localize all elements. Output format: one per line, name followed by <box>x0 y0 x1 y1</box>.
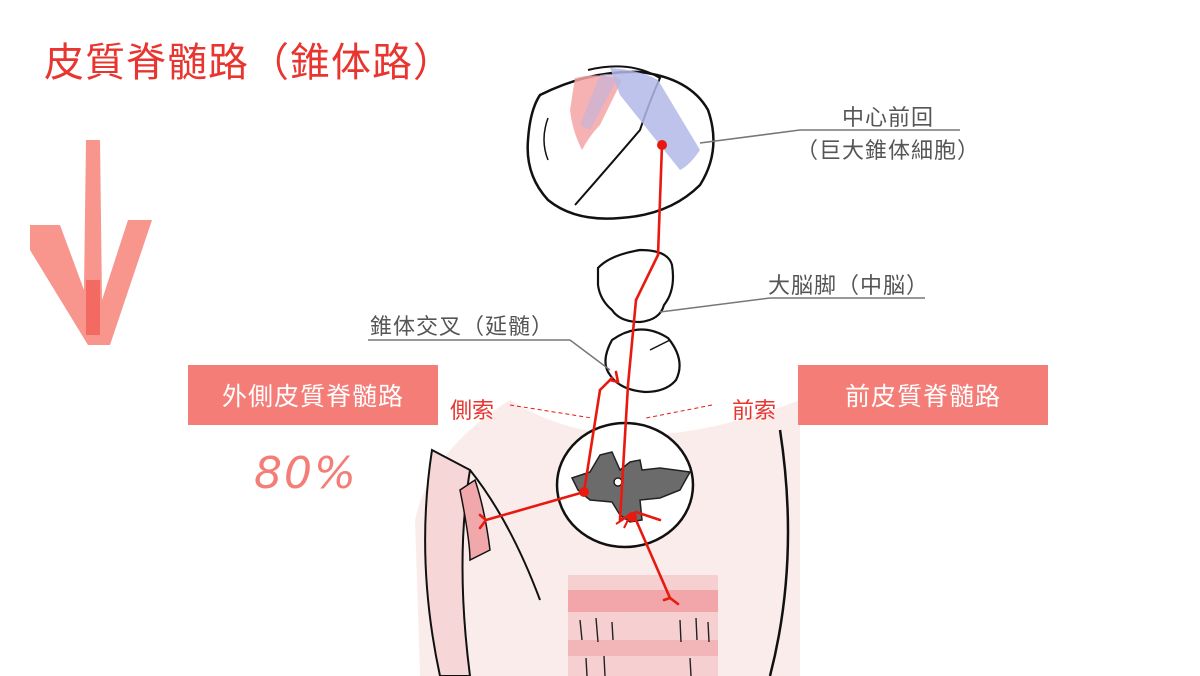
label-lateral-funiculus: 側索 <box>450 399 495 424</box>
midbrain-shape <box>596 248 675 324</box>
label-cerebral-peduncle: 大脳脚（中脳） <box>768 274 930 299</box>
lateral-tract-box: 外側皮質脊髄路 <box>188 365 438 425</box>
lateral-tract-label: 外側皮質脊髄路 <box>221 382 404 411</box>
lateral-muscle <box>459 478 491 562</box>
label-precentral-gyrus: 中心前回 <box>842 106 935 131</box>
label-pyramidal-cells: （巨大錐体細胞） <box>796 139 981 164</box>
down-arrow-icon <box>30 140 152 345</box>
label-anterior-funiculus: 前索 <box>732 399 777 424</box>
lateral-tract-percentage: 80% <box>254 448 358 499</box>
page-title: 皮質脊髄路（錐体路） <box>44 40 454 86</box>
brain-illustration <box>526 65 715 220</box>
label-pyramidal-decussation: 錐体交叉（延髄） <box>370 315 555 340</box>
anterior-tract-box: 前皮質脊髄路 <box>798 365 1048 425</box>
anterior-tract-label: 前皮質脊髄路 <box>844 382 1001 411</box>
funiculus-dashed-lines <box>509 404 713 419</box>
leader-lines <box>368 129 960 371</box>
